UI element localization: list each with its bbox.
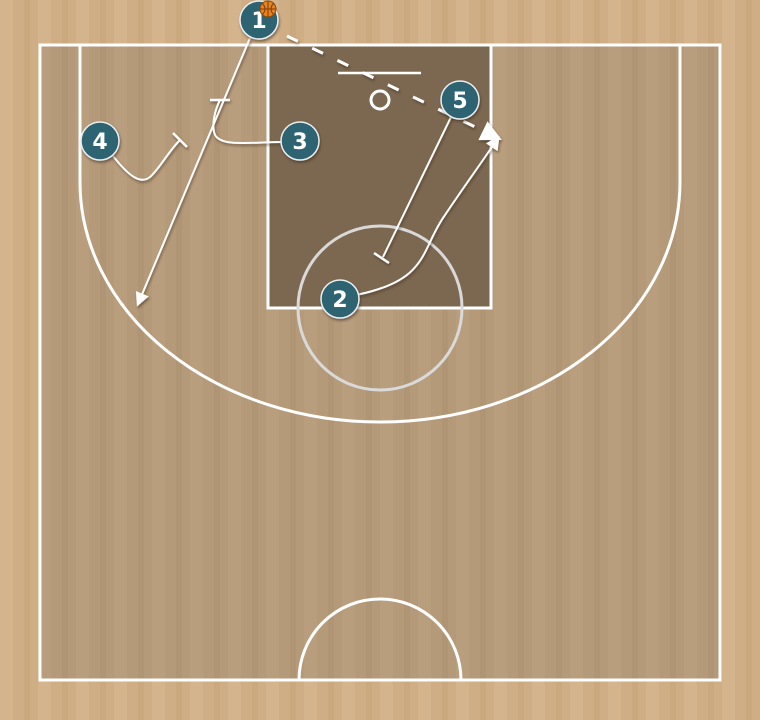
cut-line-2: [355, 135, 500, 296]
player-5-label: 5: [452, 89, 467, 114]
paint-outline: [266, 43, 493, 310]
cut-line-1: [135, 37, 251, 307]
free-throw-circle: [296, 224, 464, 392]
court-lines: [38, 43, 722, 682]
screen-line-3: [212, 99, 284, 145]
basketball-icon: [259, 0, 277, 18]
screen-bar-4: [172, 132, 188, 148]
player-4-label: 4: [92, 130, 107, 155]
player-4-marker: [80, 121, 120, 161]
rim: [369, 89, 391, 111]
screen-line-5: [382, 114, 453, 258]
center-circle: [297, 597, 463, 681]
player-4: 4: [80, 121, 120, 161]
player-3-label: 3: [292, 130, 307, 155]
screen-line-4: [112, 139, 181, 181]
player-3: 3: [280, 121, 320, 161]
player-2: 2: [320, 279, 360, 319]
player-2-marker: [320, 279, 360, 319]
player-2-label: 2: [332, 288, 347, 313]
player-3-marker: [280, 121, 320, 161]
three-point-line: [78, 45, 682, 424]
screen-bar-5: [373, 251, 390, 265]
player-5-marker: [440, 80, 480, 120]
pass-line-1: [286, 34, 502, 141]
player-5: 5: [440, 80, 480, 120]
play-actions: [112, 34, 502, 307]
